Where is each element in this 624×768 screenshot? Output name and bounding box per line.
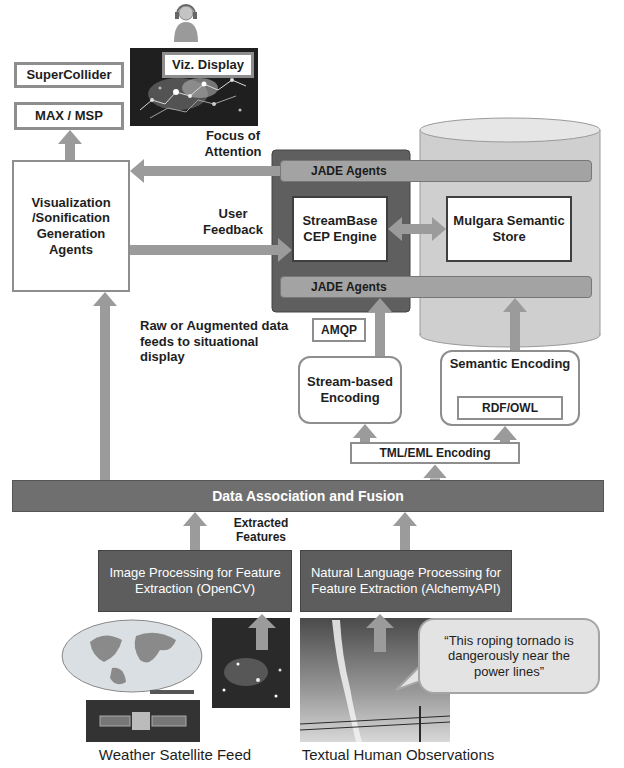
node-text: Image Processing for Feature Extraction …	[107, 565, 283, 596]
node-text: Mulgara Semantic Store	[452, 213, 566, 244]
speech-bubble: “This roping tornado is dangerously near…	[418, 618, 600, 694]
continent	[110, 668, 126, 684]
world-map	[62, 620, 202, 692]
image-point	[230, 78, 234, 82]
protocol-box: AMQP	[312, 318, 366, 342]
cylinder-top	[420, 118, 600, 142]
node-text: Data Association and Fusion	[212, 488, 404, 505]
store-box: Mulgara Semantic Store	[446, 196, 572, 262]
node-text: AMQP	[321, 323, 357, 337]
listener-head	[179, 6, 193, 20]
flow-arrow	[402, 224, 432, 234]
image-point	[150, 98, 154, 102]
listener-body	[174, 22, 198, 42]
source-caption: Textual Human Observations	[280, 746, 516, 764]
encoding-box: Semantic EncodingRDF/OWL	[440, 350, 580, 426]
node-text: JADE Agents	[311, 280, 387, 294]
continent	[90, 635, 122, 662]
flow-arrow	[190, 526, 200, 550]
image-ground	[130, 48, 258, 126]
output-box: Viz. Display	[162, 52, 254, 78]
image-point	[212, 102, 216, 106]
power-line	[300, 722, 450, 730]
image-network	[150, 96, 236, 118]
flow-arrow	[510, 312, 520, 350]
continent	[135, 633, 176, 663]
output-box: MAX / MSP	[14, 102, 124, 130]
node-text: JADE Agents	[311, 164, 387, 178]
satellite-image	[62, 614, 290, 742]
process-box: Natural Language Processing for Feature …	[300, 550, 512, 612]
satellite-photo	[86, 700, 200, 742]
light-point	[275, 695, 278, 698]
light-point	[237, 663, 240, 666]
flow-arrow	[130, 245, 278, 255]
node-text: TML/EML Encoding	[379, 446, 490, 460]
format-box: TML/EML Encoding	[350, 442, 520, 464]
flow-arrow	[144, 166, 280, 176]
node-text: Visualization /Sonification Generation A…	[20, 195, 122, 257]
cloud	[224, 658, 268, 686]
agent-box: Visualization /Sonification Generation A…	[12, 160, 130, 292]
headphones	[193, 12, 197, 19]
engine-box: StreamBase CEP Engine	[292, 196, 388, 262]
flow-arrow	[400, 526, 410, 550]
node-text: Natural Language Processing for Feature …	[309, 565, 503, 596]
node-text: “This roping tornado is dangerously near…	[430, 633, 588, 680]
output-box: SuperCollider	[14, 62, 124, 88]
headphones	[177, 5, 195, 14]
power-pole	[419, 706, 421, 742]
image-point	[239, 109, 242, 112]
solar-panel	[152, 716, 186, 726]
image-point	[173, 89, 179, 95]
encoding-box: Stream-based Encoding	[298, 356, 402, 424]
node-text: Viz. Display	[172, 57, 244, 73]
format-box: RDF/OWL	[457, 396, 563, 420]
flow-arrow	[375, 312, 385, 356]
node-text: SuperCollider	[26, 67, 111, 83]
flow-arrow	[100, 306, 110, 480]
flow-arrow	[65, 144, 75, 160]
edge-label: User Feedback	[194, 206, 272, 237]
scale-bar	[150, 690, 194, 694]
light-point	[223, 689, 226, 692]
image-point	[159, 87, 162, 90]
fusion-bar: Data Association and Fusion	[12, 480, 604, 512]
process-box: Image Processing for Feature Extraction …	[98, 550, 292, 612]
visualization-image	[130, 48, 258, 126]
edge-label: Raw or Augmented data feeds to situation…	[140, 318, 306, 365]
node-text: RDF/OWL	[482, 401, 538, 415]
edge-label: Focus of Attention	[194, 128, 272, 159]
satellite-body	[132, 712, 150, 730]
node-text: MAX / MSP	[35, 108, 103, 124]
feed-arrow	[366, 614, 394, 652]
image-point	[188, 94, 192, 98]
light-point	[279, 669, 282, 672]
node-text: Semantic Encoding	[450, 356, 571, 372]
feed-arrow	[248, 614, 276, 650]
node-text: StreamBase CEP Engine	[298, 213, 382, 244]
node-text: Stream-based Encoding	[304, 374, 396, 405]
annotation-label: Extracted Features	[226, 516, 296, 545]
solar-panel	[100, 716, 130, 726]
tornado-funnel	[332, 620, 362, 742]
image-point	[202, 82, 207, 87]
listener-icon	[174, 5, 198, 42]
light-point	[256, 678, 260, 682]
headphones	[175, 12, 179, 19]
agent-band: JADE Agents	[280, 276, 592, 298]
source-caption: Weather Satellite Feed	[50, 746, 300, 764]
agent-band: JADE Agents	[280, 160, 592, 182]
night-image	[212, 618, 290, 708]
cylinder-side	[600, 130, 601, 335]
